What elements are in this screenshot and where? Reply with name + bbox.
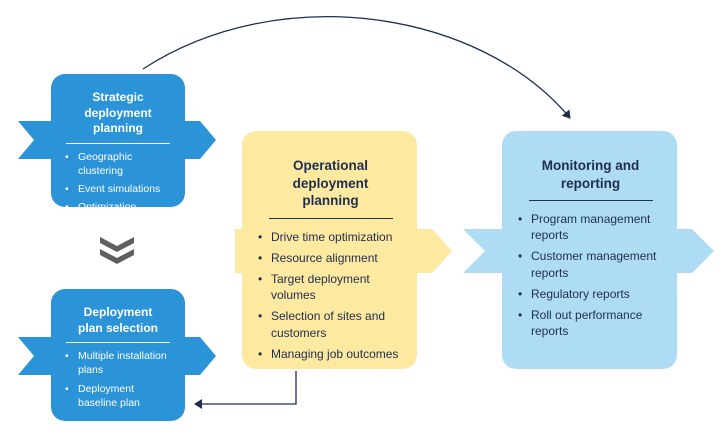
monitoring-box: Monitoring and reporting Program managem… <box>502 131 677 369</box>
operational-list: Drive time optimization Resource alignme… <box>258 229 403 363</box>
monitoring-divider <box>528 200 653 202</box>
list-item: Drive time optimization <box>258 229 403 245</box>
list-item: Deployment baseline plan <box>65 382 175 410</box>
list-item: Resource alignment <box>258 250 403 266</box>
selection-box: Deployment plan selection Multiple insta… <box>51 289 185 421</box>
list-item: Geographic clustering <box>65 150 175 178</box>
list-item: Event simulations <box>65 182 175 196</box>
selection-list: Multiple installation plans Deployment b… <box>61 349 175 410</box>
strategic-planning-title: Strategic deployment planning <box>84 90 152 136</box>
strategic-list: Geographic clustering Event simulations … <box>61 150 175 229</box>
list-item: Managing job outcomes <box>258 346 403 362</box>
list-item: Target deployment volumes <box>258 271 403 303</box>
strategic-planning-box: Strategic deployment planning Geographic… <box>51 74 185 227</box>
list-item: Selection of sites and customers <box>258 308 403 340</box>
monitoring-title: Monitoring and reporting <box>541 158 640 191</box>
return-arrow-to-selection <box>194 371 297 409</box>
list-item: Customer management reports <box>518 248 663 280</box>
list-item: Regulatory reports <box>518 286 663 302</box>
operational-planning-title: Operational deployment planning <box>292 158 369 209</box>
monitoring-list: Program management reports Customer mana… <box>518 211 663 339</box>
strategic-divider <box>66 142 170 144</box>
selection-title: Deployment plan selection <box>77 305 159 335</box>
list-item: Optimization techniques <box>65 200 175 228</box>
list-item: Roll out performance reports <box>518 307 663 339</box>
list-item: Multiple installation plans <box>65 349 175 377</box>
list-item: Program management reports <box>518 211 663 243</box>
operational-divider <box>268 217 393 219</box>
curved-arrow-to-monitoring <box>142 16 571 119</box>
selection-divider <box>66 342 170 344</box>
operational-planning-box: Operational deployment planning Drive ti… <box>242 131 417 369</box>
